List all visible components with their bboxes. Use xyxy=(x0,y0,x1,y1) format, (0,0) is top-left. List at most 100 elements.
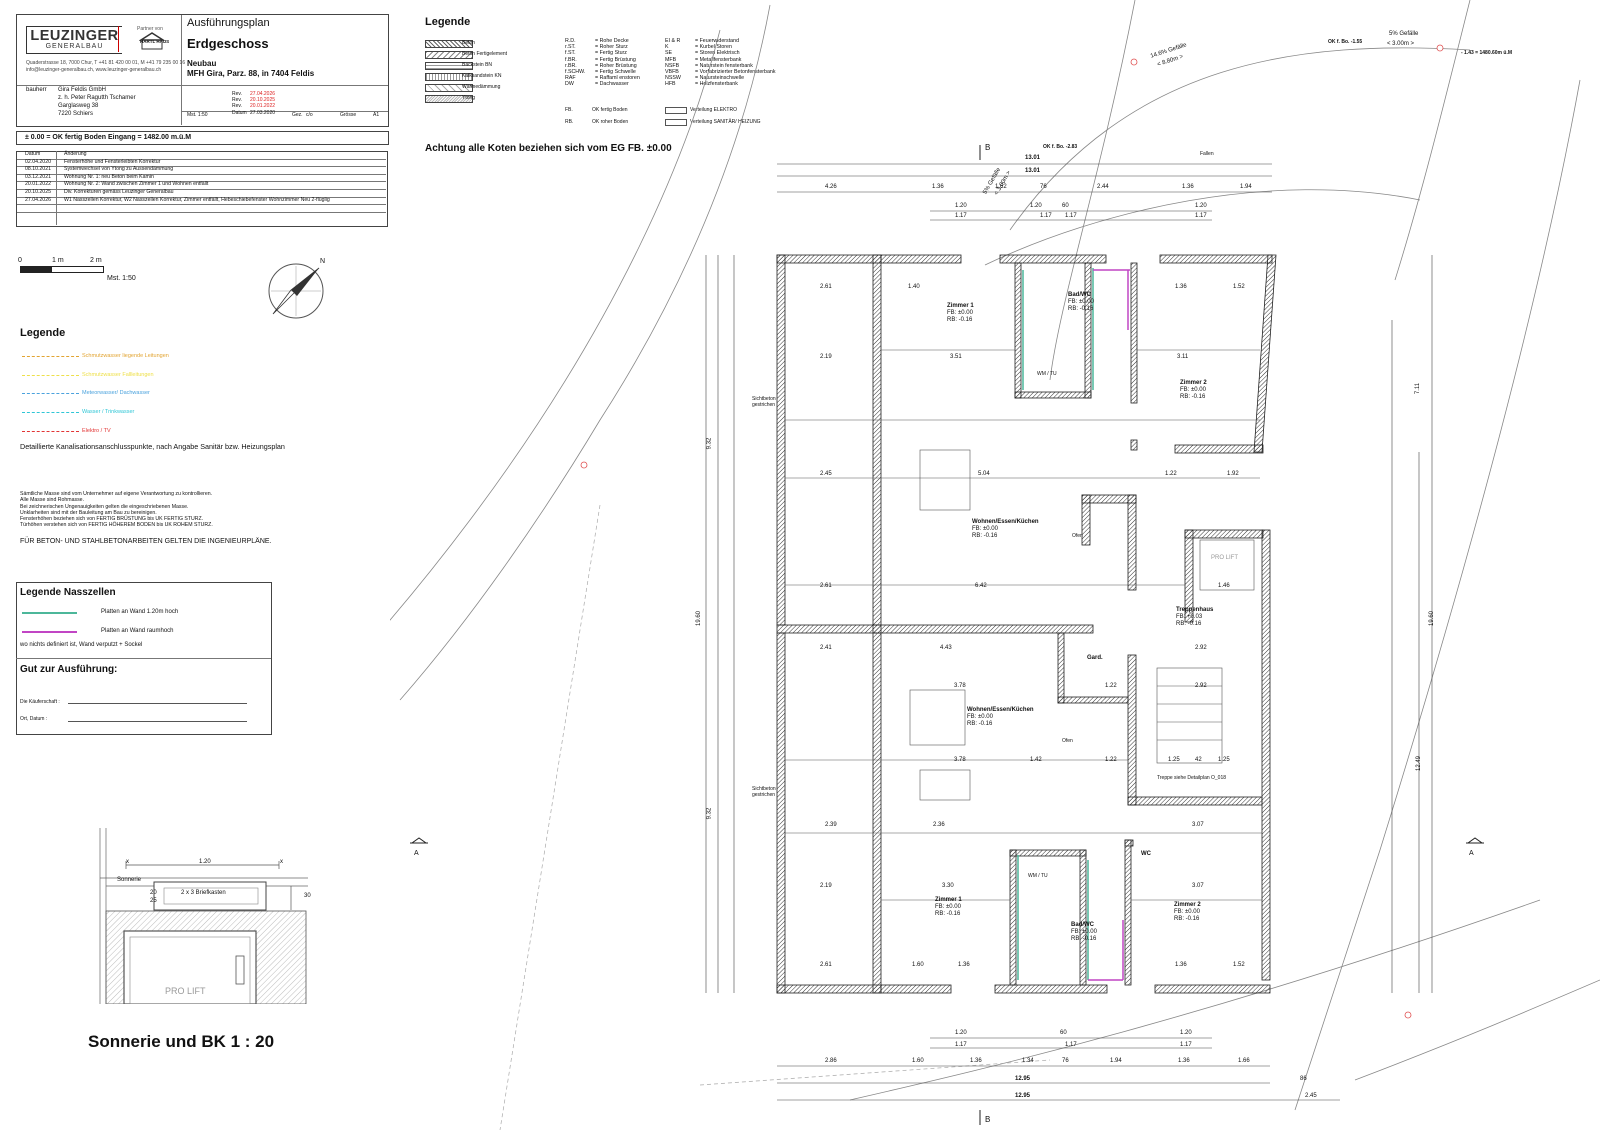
abbr-key: R.D. xyxy=(565,38,576,44)
dim-row: 2.61 xyxy=(820,284,832,290)
dim-left-932a: 9.32 xyxy=(706,437,713,450)
project-line-2: MFH Gira, Parz. 88, in 7404 Feldis xyxy=(187,69,315,78)
dim-bottom-part: 1.34 xyxy=(1022,1058,1034,1064)
place-signature-line[interactable] xyxy=(68,721,247,722)
label-waermedaemmung: Wärmedämmung xyxy=(462,84,501,90)
dim-row: 1.36 xyxy=(1175,962,1187,968)
dim-top-120: 1.20 xyxy=(955,203,967,209)
abbr-value: = Fertig Sturz xyxy=(595,50,627,57)
history-change: Wohnung Nr. 1: neu Beton beim Kamin xyxy=(64,173,154,180)
buyer-signature-line[interactable] xyxy=(68,703,247,704)
abbr-key: NSFB xyxy=(665,62,680,69)
sanitaer-symbol-icon xyxy=(665,119,687,126)
dim-row: 1.92 xyxy=(1227,471,1239,477)
detail-dim-20: 20 xyxy=(150,890,157,896)
detail-briefkasten: 2 x 3 Briefkasten xyxy=(181,890,226,896)
abbr-key: HFB xyxy=(665,81,676,88)
dim-row: 3.11 xyxy=(1177,354,1189,360)
dim-top-total-2: 13.01 xyxy=(1025,168,1041,174)
dim-bottom-117: 1.17 xyxy=(1065,1042,1077,1048)
company-logo: LEUZINGER GENERALBAU xyxy=(26,26,122,54)
gefaelle-len-2: < 3.00m > xyxy=(1387,41,1415,47)
abbr-key: f.BR. xyxy=(565,56,577,63)
general-notes: Sämtliche Masse sind vom Unternehmer auf… xyxy=(20,491,213,529)
abbr-fb-key: FB. xyxy=(565,107,573,113)
abbr-key: VBFB xyxy=(665,69,679,76)
beton-note: FÜR BETON- UND STAHLBETONARBEITEN GELTEN… xyxy=(20,538,272,545)
section-a-left: A xyxy=(414,850,419,857)
section-b-top: B xyxy=(985,143,991,152)
history-date: 20.01.2022 xyxy=(25,181,51,188)
partner-label: Partner von xyxy=(137,26,163,32)
compass-north: N xyxy=(320,258,326,265)
gez-value: c/o xyxy=(306,112,313,118)
dim-bottom-part: 1.36 xyxy=(1178,1058,1190,1064)
detail-sonnerie: Sonnerie xyxy=(117,877,142,883)
dim-row: 1.46 xyxy=(1218,583,1230,589)
buyer-label: Die Käuferschaft : xyxy=(20,699,60,705)
abbr-value: = Fertig Brüstung xyxy=(595,56,636,63)
dim-bottom-120: 60 xyxy=(1060,1030,1067,1036)
dim-row: 2.39 xyxy=(825,822,837,828)
dim-bottom-117: 1.17 xyxy=(955,1042,967,1048)
history-change: Fensterhöhe und Fensterleibten Korrektur xyxy=(64,158,161,165)
dim-top-part: 4.26 xyxy=(825,184,837,190)
dim-row: 2.92 xyxy=(1195,645,1207,651)
pipe-line-elektro xyxy=(22,431,79,432)
history-date: 08.10.2021 xyxy=(25,166,51,173)
abbr-value: = Roher Sturz xyxy=(595,44,628,51)
dim-top-120: 1.20 xyxy=(1195,203,1207,209)
kote-1: - 1.43 = 1480.60m ü.M xyxy=(1461,50,1513,56)
reference-height: ± 0.00 = OK fertig Boden Eingang = 1482.… xyxy=(16,131,389,145)
swatch-beton xyxy=(425,40,473,48)
company-address-2: info@leuzinger-generalbau.ch, www.leuzin… xyxy=(26,67,162,73)
dim-row: 3.07 xyxy=(1192,822,1204,828)
wm-tu-top: WM / TU xyxy=(1037,371,1057,377)
dim-row: 2.92 xyxy=(1195,683,1207,689)
rev-label-2: Rev. xyxy=(232,97,242,103)
history-date: 27.04.2026 xyxy=(25,196,51,203)
dim-bottom-86: 86 xyxy=(1300,1076,1307,1082)
detail-dim-25: 25 xyxy=(150,898,157,904)
history-date: 02.04.2020 xyxy=(25,158,51,165)
ofen-top: Ofen xyxy=(1072,533,1083,539)
abbr-value: = Holzfensterbank xyxy=(695,81,738,88)
dim-top-120: 60 xyxy=(1062,203,1069,209)
dim-row: 3.07 xyxy=(1192,883,1204,889)
revision-history xyxy=(16,151,388,227)
abbr-fb-value: OK fertig Boden xyxy=(592,107,628,113)
dim-row: 1.42 xyxy=(1030,757,1042,763)
pipe-line-wasser xyxy=(22,412,79,413)
survey-points xyxy=(258,44,1444,1019)
scale-bar xyxy=(20,266,104,273)
pipe-line-meteor xyxy=(22,393,79,394)
elektro-label: Verteilung ELEKTRO xyxy=(690,107,737,113)
pipe-label-wasser: Wasser / Trinkwasser xyxy=(82,409,135,415)
grosse-label: Grösse xyxy=(340,112,357,118)
scale-one: 1 m xyxy=(52,257,64,264)
ok-fbo-2: OK f. Bo. -2.83 xyxy=(1043,144,1078,150)
rev-date-1: 27.04.2026 xyxy=(250,91,276,97)
nasszellen-note: wo nichts definiert ist, Wand verputzt +… xyxy=(20,642,143,648)
detail-title: Sonnerie und BK 1 : 20 xyxy=(88,1032,275,1051)
room-garderobe: Gard. xyxy=(1087,655,1103,661)
plan-title: Erdgeschoss xyxy=(187,36,269,51)
abbr-key: r.BR. xyxy=(565,62,577,69)
dim-row: 1.25 xyxy=(1218,757,1230,763)
terrain-dashed xyxy=(499,504,1051,1131)
dim-top-total: 13.01 xyxy=(1025,155,1041,161)
swatch-ytong xyxy=(425,95,473,103)
dim-row: 2.61 xyxy=(820,962,832,968)
dim-bottom-total: 12.95 xyxy=(1015,1076,1031,1082)
section-markers xyxy=(410,145,1484,1125)
rev-label-1: Rev. xyxy=(232,91,242,97)
heights-note: Achtung alle Koten beziehen sich vom EG … xyxy=(425,143,672,154)
title-block xyxy=(16,14,389,127)
rev-date-3: 20.01.2022 xyxy=(250,103,276,109)
dim-left-total: 19.60 xyxy=(696,610,703,627)
history-date: 20.10.2025 xyxy=(25,189,51,195)
